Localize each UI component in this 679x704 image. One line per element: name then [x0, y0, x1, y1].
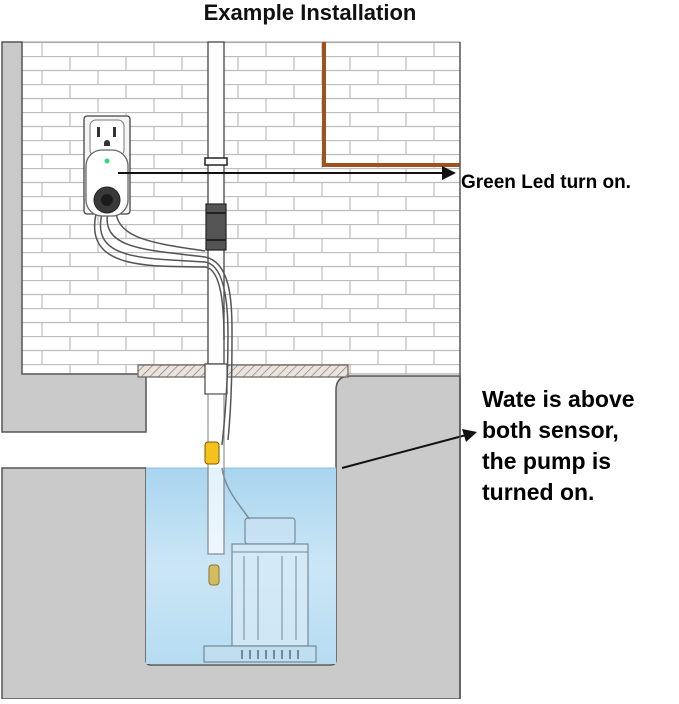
led-callout: Green Led turn on. — [461, 172, 631, 193]
led-indicator — [104, 158, 110, 164]
water-callout-line: turned on. — [482, 479, 595, 505]
diagram-title: Example Installation — [203, 0, 417, 25]
pit-cover — [137, 364, 349, 378]
sensor-cables — [93, 211, 251, 521]
copper-pipe — [322, 42, 460, 167]
water-callout-line: both sensor, — [482, 417, 619, 443]
discharge-pipe — [204, 41, 228, 555]
submersible-pump-icon — [203, 517, 317, 663]
smart-plug-icon — [85, 149, 129, 217]
water-callout: Wate is above both sensor, the pump is t… — [482, 384, 635, 508]
callout-arrows — [118, 166, 477, 469]
float-sensor-icon — [204, 441, 220, 586]
water-callout-line: the pump is — [482, 448, 612, 474]
water-callout-line: Wate is above — [482, 386, 635, 412]
